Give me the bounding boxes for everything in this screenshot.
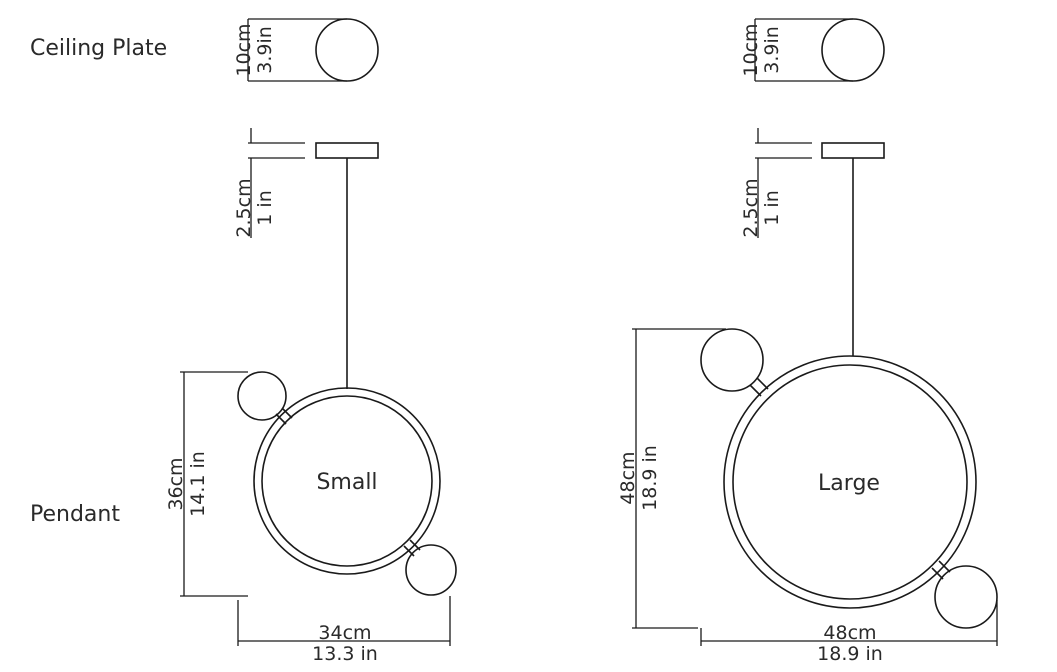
large-globe-bottom <box>934 565 998 629</box>
small-size-label: Small <box>316 470 377 495</box>
small-height-dimension: 36cm 14.1 in <box>165 371 248 597</box>
large-thick-in: 1 in <box>761 190 783 225</box>
large-arm-top-b <box>756 377 769 390</box>
large-height-cm: 48cm <box>617 451 639 504</box>
small-height-in: 14.1 in <box>187 451 209 517</box>
large-plate-thickness: 2.5cm 1 in <box>740 128 885 238</box>
small-globe-top <box>237 371 287 421</box>
large-width-dimension: 48cm 18.9 in <box>700 600 998 665</box>
large-ring-outer <box>723 355 977 609</box>
small-plate-cm: 10cm <box>233 23 255 76</box>
small-plate-thickness: 2.5cm 1 in <box>233 128 379 238</box>
small-width-cm: 34cm <box>318 622 371 644</box>
small-width-dimension: 34cm 13.3 in <box>237 596 451 665</box>
large-plate-in: 3.9in <box>761 26 783 74</box>
large-width-cm: 48cm <box>823 622 876 644</box>
small-plate-circle <box>315 18 379 82</box>
large-ring-inner <box>732 364 968 600</box>
small-thick-in: 1 in <box>254 190 276 225</box>
large-size-label: Large <box>818 471 880 496</box>
large-ceiling-plate-top: 10cm 3.9in <box>740 18 885 82</box>
small-plate-side <box>315 142 379 159</box>
small-globe-bottom <box>405 544 457 596</box>
large-arm-top-a <box>749 384 762 397</box>
large-plate-side <box>821 142 885 159</box>
pendant-label: Pendant <box>30 502 120 527</box>
small-height-cm: 36cm <box>165 457 187 510</box>
small-arm-bottom-b <box>409 539 421 551</box>
small-thick-cm: 2.5cm <box>233 178 255 237</box>
large-thick-cm: 2.5cm <box>740 178 762 237</box>
small-ring-outer <box>253 387 441 575</box>
small-width-in: 13.3 in <box>312 643 378 665</box>
large-plate-cm: 10cm <box>740 23 762 76</box>
small-arm-bottom-a <box>403 545 415 557</box>
ceiling-plate-label: Ceiling Plate <box>30 36 167 61</box>
large-arm-bottom-b <box>938 560 951 573</box>
small-arm-top-a <box>275 413 287 425</box>
large-pendant: Large <box>700 158 998 629</box>
small-plate-in: 3.9in <box>254 26 276 74</box>
large-height-in: 18.9 in <box>639 445 661 511</box>
small-pendant: Small <box>237 158 457 596</box>
large-globe-top <box>700 328 764 392</box>
large-height-dimension: 48cm 18.9 in <box>617 328 726 629</box>
large-plate-circle <box>821 18 885 82</box>
small-ring-inner <box>261 395 433 567</box>
large-arm-bottom-a <box>931 567 944 580</box>
small-arm-top-b <box>281 407 293 419</box>
small-ceiling-plate-top: 10cm 3.9in <box>233 18 379 82</box>
large-width-in: 18.9 in <box>817 643 883 665</box>
